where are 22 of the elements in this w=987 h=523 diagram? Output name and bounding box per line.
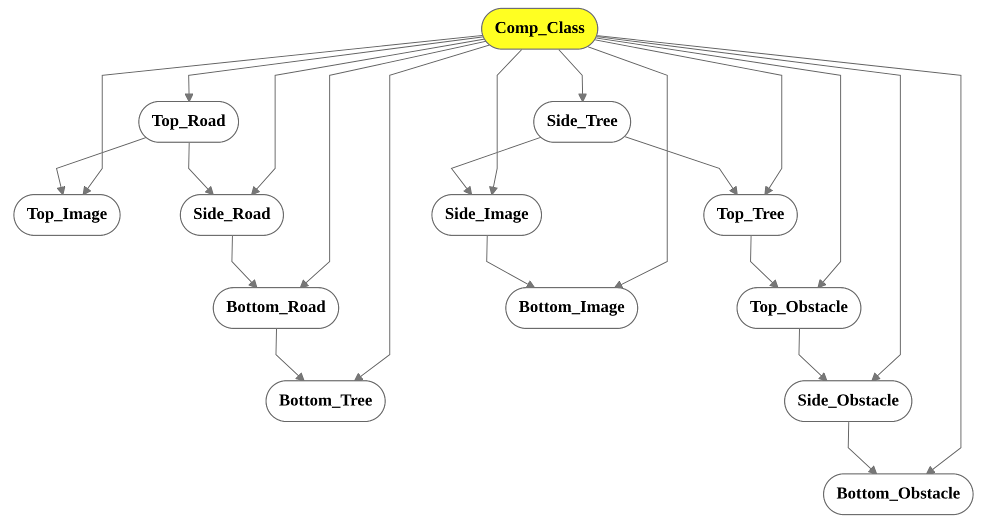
arrow — [488, 49, 522, 196]
arrow — [300, 40, 486, 289]
arrow — [250, 38, 485, 196]
arrow — [82, 34, 484, 196]
arrow — [595, 39, 782, 196]
arrow — [848, 422, 878, 475]
arrow — [354, 44, 490, 382]
arrow — [588, 46, 668, 289]
arrow — [750, 236, 779, 289]
arrow — [596, 37, 842, 289]
arrow — [625, 136, 738, 196]
arrow — [450, 136, 541, 196]
arrow — [486, 236, 536, 289]
arrow — [798, 328, 828, 382]
arrow — [597, 35, 962, 475]
arrow — [188, 142, 214, 196]
arrow — [275, 328, 305, 382]
arrow — [56, 137, 146, 196]
arrow — [596, 36, 901, 382]
arrow — [184, 36, 484, 102]
arrow — [231, 236, 258, 289]
arrow — [558, 49, 588, 102]
